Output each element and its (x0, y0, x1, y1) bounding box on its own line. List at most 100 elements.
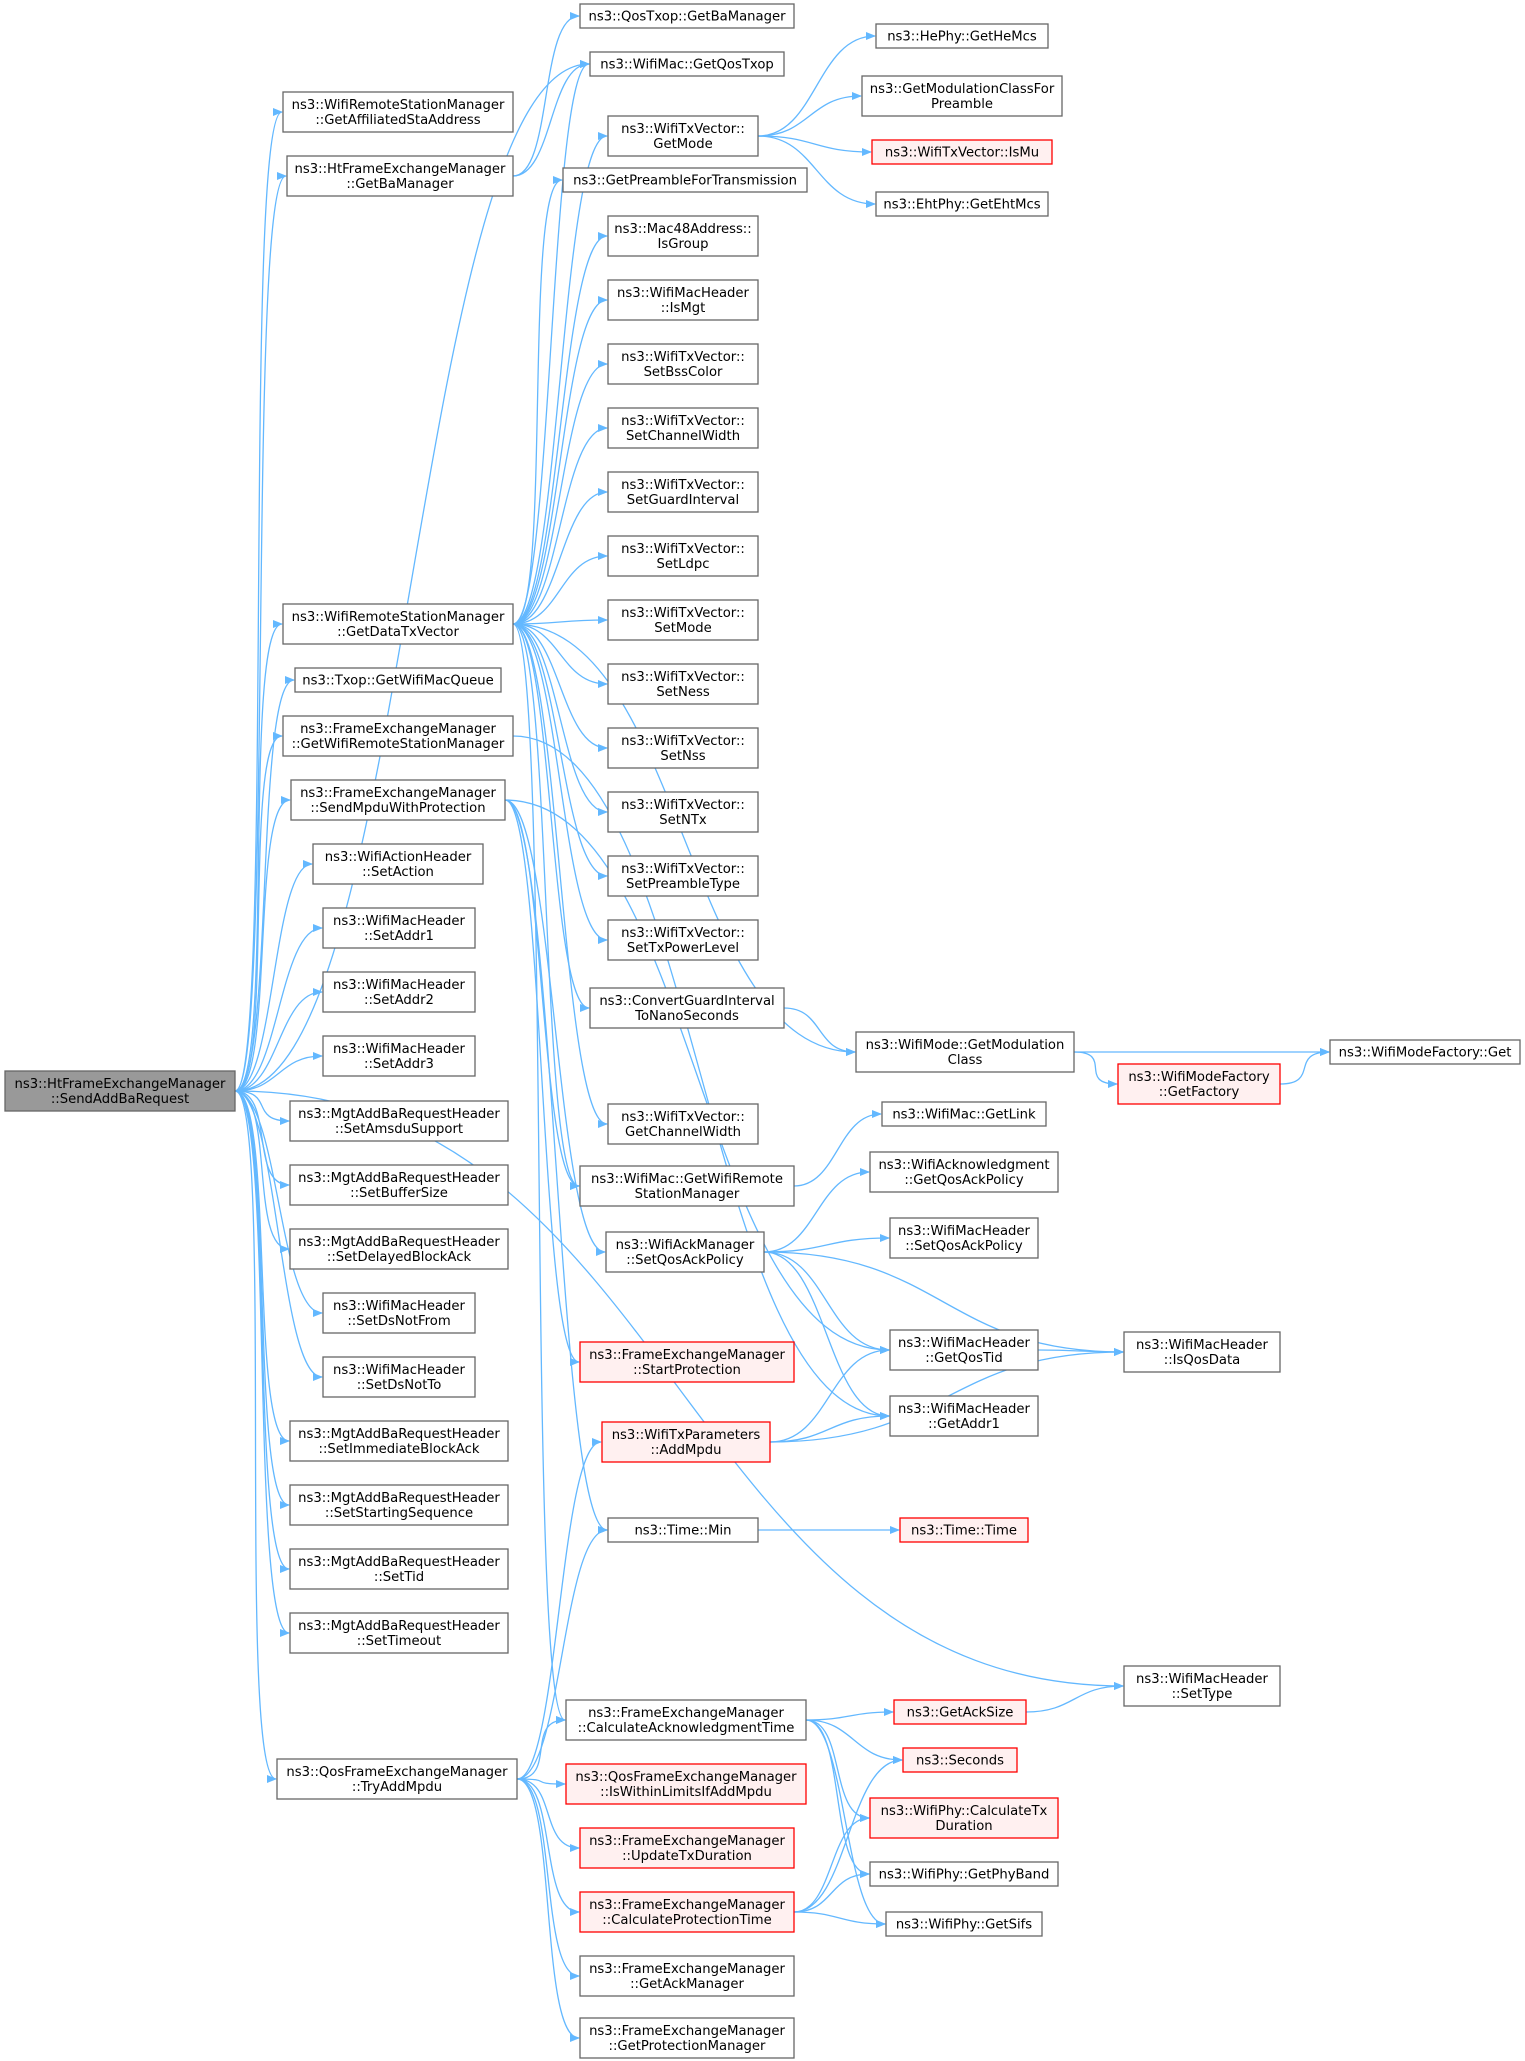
node-label: GetMode (653, 137, 712, 152)
node-ns3-wifimacheader-ismgt[interactable]: ns3::WifiMacHeader::IsMgt (607, 279, 759, 321)
node-ns3-ehtphy-getehtmcs[interactable]: ns3::EhtPhy::GetEhtMcs (875, 191, 1049, 217)
node-ns3-qosframeexchangemanager-tryaddmpdu[interactable]: ns3::QosFrameExchangeManager::TryAddMpdu (276, 1758, 518, 1800)
edge-tryAdd-to-isWithin (516, 1778, 566, 1788)
node-ns3-wifitxvector-setmode[interactable]: ns3::WifiTxVector::SetMode (607, 599, 759, 641)
node-label: ns3::WifiTxVector:: (621, 542, 745, 557)
node-box (885, 1911, 1043, 1937)
node-box (282, 715, 514, 757)
node-ns3-wifitxvector-setntx[interactable]: ns3::WifiTxVector::SetNTx (607, 791, 759, 833)
node-ns3-wifimacheader-setqosackpolicy[interactable]: ns3::WifiMacHeader::SetQosAckPolicy (889, 1217, 1039, 1259)
node-ns3-wifimacheader-getqostid[interactable]: ns3::WifiMacHeader::GetQosTid (889, 1329, 1039, 1371)
node-ns3-mac48address-isgroup[interactable]: ns3::Mac48Address::IsGroup (607, 215, 759, 257)
node-ns3-frameexchangemanager-getprotectionmanager[interactable]: ns3::FrameExchangeManager::GetProtection… (579, 2017, 795, 2059)
node-box (889, 1329, 1039, 1371)
node-ns3-wifimacheader-setdsnotfrom[interactable]: ns3::WifiMacHeader::SetDsNotFrom (322, 1292, 476, 1334)
node-ns3-frameexchangemanager-updatetxduration[interactable]: ns3::FrameExchangeManager::UpdateTxDurat… (579, 1827, 795, 1869)
node-label: SetLdpc (657, 557, 710, 572)
node-label: GetChannelWidth (625, 1125, 741, 1140)
node-ns3-time-min[interactable]: ns3::Time::Min (607, 1517, 759, 1543)
node-ns3-wifiremotestationmanager-getaffiliatedstaaddress[interactable]: ns3::WifiRemoteStationManager::GetAffili… (282, 91, 514, 133)
node-box (855, 1031, 1075, 1073)
node-ns3-mgtaddbarequestheader-setamsdusupport[interactable]: ns3::MgtAddBaRequestHeader::SetAmsduSupp… (289, 1100, 509, 1142)
node-ns3-wifiremotestationmanager-getdatatxvector[interactable]: ns3::WifiRemoteStationManager::GetDataTx… (282, 603, 514, 645)
node-ns3-wifitxvector-setnss[interactable]: ns3::WifiTxVector::SetNss (607, 727, 759, 769)
node-ns3-wifimacheader-setaddr1[interactable]: ns3::WifiMacHeader::SetAddr1 (322, 907, 476, 949)
node-ns3-wifimodefactory-get[interactable]: ns3::WifiModeFactory::Get (1329, 1039, 1521, 1065)
node-label: ::SetAddr2 (364, 993, 434, 1008)
node-ns3-wifiphy-getphyband[interactable]: ns3::WifiPhy::GetPhyBand (869, 1861, 1059, 1887)
node-ns3-getacksize[interactable]: ns3::GetAckSize (893, 1699, 1027, 1725)
edge-modeFactGetF-to-modeFactGet (1279, 1048, 1330, 1085)
node-ns3-wifimacheader-setaddr2[interactable]: ns3::WifiMacHeader::SetAddr2 (322, 971, 476, 1013)
node-ns3-wifiactionheader-setaction[interactable]: ns3::WifiActionHeader::SetAction (312, 843, 484, 885)
node-ns3-wifimacheader-getaddr1[interactable]: ns3::WifiMacHeader::GetAddr1 (889, 1395, 1039, 1437)
node-box (290, 779, 506, 821)
node-ns3-wifimac-getwifiremotestationmanager[interactable]: ns3::WifiMac::GetWifiRemoteStationManage… (579, 1165, 795, 1207)
node-ns3-time-time[interactable]: ns3::Time::Time (899, 1517, 1029, 1543)
node-ns3-wifitxvector-setness[interactable]: ns3::WifiTxVector::SetNess (607, 663, 759, 705)
node-ns3-qostxop-getbamanager[interactable]: ns3::QosTxop::GetBaManager (579, 3, 795, 29)
node-box (322, 971, 476, 1013)
node-ns3-mgtaddbarequestheader-setstartingsequence[interactable]: ns3::MgtAddBaRequestHeader::SetStartingS… (289, 1484, 509, 1526)
edge-root-to-setDelayed (234, 1090, 290, 1253)
node-ns3-wifitxvector-setpreambletype[interactable]: ns3::WifiTxVector::SetPreambleType (607, 855, 759, 897)
node-ns3-wifimacheader-setdsnotto[interactable]: ns3::WifiMacHeader::SetDsNotTo (322, 1356, 476, 1398)
node-ns3-wifimac-getqostxop[interactable]: ns3::WifiMac::GetQosTxop (589, 51, 785, 77)
node-ns3-wifitxvector-setguardinterval[interactable]: ns3::WifiTxVector::SetGuardInterval (607, 471, 759, 513)
node-ns3-mgtaddbarequestheader-setdelayedblockack[interactable]: ns3::MgtAddBaRequestHeader::SetDelayedBl… (289, 1228, 509, 1270)
node-ns3-mgtaddbarequestheader-settimeout[interactable]: ns3::MgtAddBaRequestHeader::SetTimeout (289, 1612, 509, 1654)
node-ns3-wifiacknowledgment-getqosackpolicy[interactable]: ns3::WifiAcknowledgment::GetQosAckPolicy (869, 1151, 1059, 1193)
edge-macGetRsm-to-macGetLink (793, 1110, 882, 1187)
node-ns3-wifitxvector-setldpc[interactable]: ns3::WifiTxVector::SetLdpc (607, 535, 759, 577)
node-ns3-frameexchangemanager-calculateprotectiontime[interactable]: ns3::FrameExchangeManager::CalculateProt… (579, 1891, 795, 1933)
node-ns3-txop-getwifimacqueue[interactable]: ns3::Txop::GetWifiMacQueue (294, 667, 502, 693)
edge-getMode-to-isMu (757, 135, 872, 156)
node-label: ns3::FrameExchangeManager (300, 786, 496, 801)
edge-calcAck-to-phySifs (805, 1719, 886, 1928)
node-ns3-htframeexchangemanager-getbamanager[interactable]: ns3::HtFrameExchangeManager::GetBaManage… (286, 155, 514, 197)
node-ns3-wifitxvector-settxpowerlevel[interactable]: ns3::WifiTxVector::SetTxPowerLevel (607, 919, 759, 961)
edge-tryAdd-to-addMpdu (516, 1438, 602, 1780)
node-ns3-wifiphy-getsifs[interactable]: ns3::WifiPhy::GetSifs (885, 1911, 1043, 1937)
node-ns3-qosframeexchangemanager-iswithinlimitsifaddmpdu[interactable]: ns3::QosFrameExchangeManager::IsWithinLi… (565, 1763, 807, 1805)
node-ns3-frameexchangemanager-getwifiremotestationmanager[interactable]: ns3::FrameExchangeManager::GetWifiRemote… (282, 715, 514, 757)
node-box (875, 191, 1049, 217)
node-label: ::SetDsNotFrom (347, 1314, 450, 1329)
node-label: ns3::WifiMacHeader (333, 1363, 466, 1378)
node-ns3-mgtaddbarequestheader-setbuffersize[interactable]: ns3::MgtAddBaRequestHeader::SetBufferSiz… (289, 1164, 509, 1206)
node-ns3-wifimac-getlink[interactable]: ns3::WifiMac::GetLink (881, 1101, 1047, 1127)
node-ns3-wifimode-getmodulationclass[interactable]: ns3::WifiMode::GetModulationClass (855, 1031, 1075, 1073)
node-ns3-wifiackmanager-setqosackpolicy[interactable]: ns3::WifiAckManager::SetQosAckPolicy (605, 1231, 765, 1273)
node-ns3-wifitxvector-ismu[interactable]: ns3::WifiTxVector::IsMu (871, 139, 1053, 165)
node-ns3-wifimacheader-settype[interactable]: ns3::WifiMacHeader::SetType (1123, 1665, 1281, 1707)
node-ns3-mgtaddbarequestheader-setimmediateblockack[interactable]: ns3::MgtAddBaRequestHeader::SetImmediate… (289, 1420, 509, 1462)
node-box (607, 791, 759, 833)
node-ns3-frameexchangemanager-getackmanager[interactable]: ns3::FrameExchangeManager::GetAckManager (579, 1955, 795, 1997)
edge-getDataTx-to-setMode (512, 616, 608, 625)
node-label: ns3::WifiRemoteStationManager (292, 98, 505, 113)
node-box (607, 1103, 759, 1145)
node-ns3-seconds[interactable]: ns3::Seconds (902, 1747, 1018, 1773)
node-ns3-wifitxvector-getchannelwidth[interactable]: ns3::WifiTxVector::GetChannelWidth (607, 1103, 759, 1145)
node-ns3-wifimodefactory-getfactory[interactable]: ns3::WifiModeFactory::GetFactory (1117, 1063, 1281, 1105)
node-label: ns3::WifiTxVector:: (621, 478, 745, 493)
node-ns3-wifitxvector-getmode[interactable]: ns3::WifiTxVector::GetMode (607, 115, 759, 157)
node-ns3-frameexchangemanager-startprotection[interactable]: ns3::FrameExchangeManager::StartProtecti… (579, 1341, 795, 1383)
node-ns3-wifimacheader-isqosdata[interactable]: ns3::WifiMacHeader::IsQosData (1123, 1331, 1281, 1373)
node-box (607, 279, 759, 321)
node-ns3-frameexchangemanager-calculateacknowledgmenttime[interactable]: ns3::FrameExchangeManager::CalculateAckn… (565, 1699, 807, 1741)
node-ns3-wifitxvector-setchannelwidth[interactable]: ns3::WifiTxVector::SetChannelWidth (607, 407, 759, 449)
node-ns3-wifimacheader-setaddr3[interactable]: ns3::WifiMacHeader::SetAddr3 (322, 1035, 476, 1077)
node-ns3-getpreamblefortransmission[interactable]: ns3::GetPreambleForTransmission (562, 167, 808, 193)
edge-setQosAck-to-ackGetQos (763, 1168, 870, 1253)
node-ns3-frameexchangemanager-sendmpduwithprotection[interactable]: ns3::FrameExchangeManager::SendMpduWithP… (290, 779, 506, 821)
node-ns3-wifitxvector-setbsscolor[interactable]: ns3::WifiTxVector::SetBssColor (607, 343, 759, 385)
node-ns3-mgtaddbarequestheader-settid[interactable]: ns3::MgtAddBaRequestHeader::SetTid (289, 1548, 509, 1590)
node-ns3-hephy-gethemcs[interactable]: ns3::HePhy::GetHeMcs (875, 23, 1049, 49)
node-label: ns3::Txop::GetWifiMacQueue (302, 674, 494, 689)
node-box (289, 1164, 509, 1206)
node-ns3-wifitxparameters-addmpdu[interactable]: ns3::WifiTxParameters::AddMpdu (601, 1421, 771, 1463)
